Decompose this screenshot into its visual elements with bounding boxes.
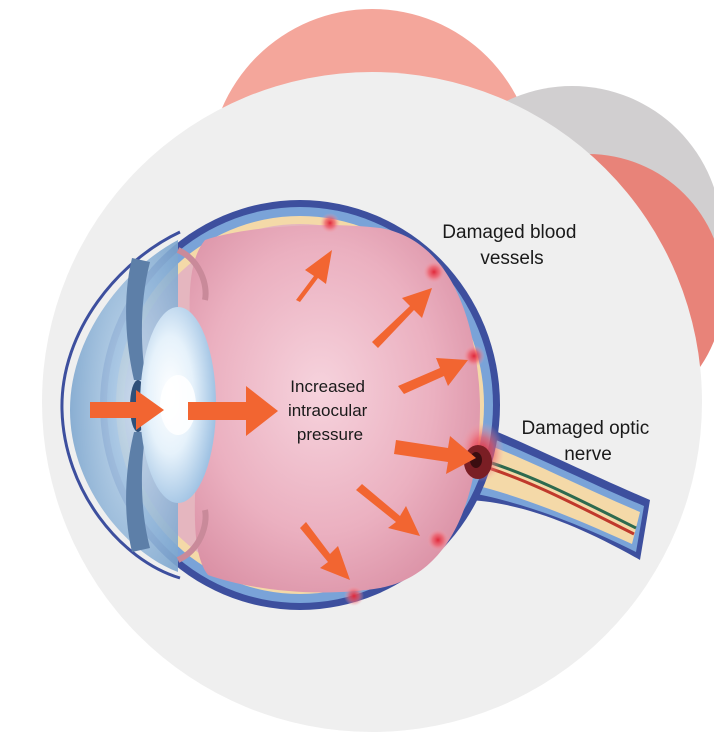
damage-spot xyxy=(320,213,340,233)
vessels-label-line2: vessels xyxy=(480,248,543,269)
damage-spot xyxy=(427,529,449,551)
vessels-label-line1: Damaged blood xyxy=(442,222,576,243)
center-label: Increased intraocular pressure xyxy=(288,377,372,444)
center-label-line3: pressure xyxy=(297,425,363,444)
center-label-line2: intraocular xyxy=(288,401,368,420)
nerve-label-line2: nerve xyxy=(564,444,612,465)
damage-spot xyxy=(423,261,445,283)
nerve-label-line1: Damaged optic xyxy=(521,418,649,439)
damage-spot xyxy=(463,345,485,367)
center-label-line1: Increased xyxy=(290,377,365,396)
damage-spot xyxy=(344,586,364,606)
